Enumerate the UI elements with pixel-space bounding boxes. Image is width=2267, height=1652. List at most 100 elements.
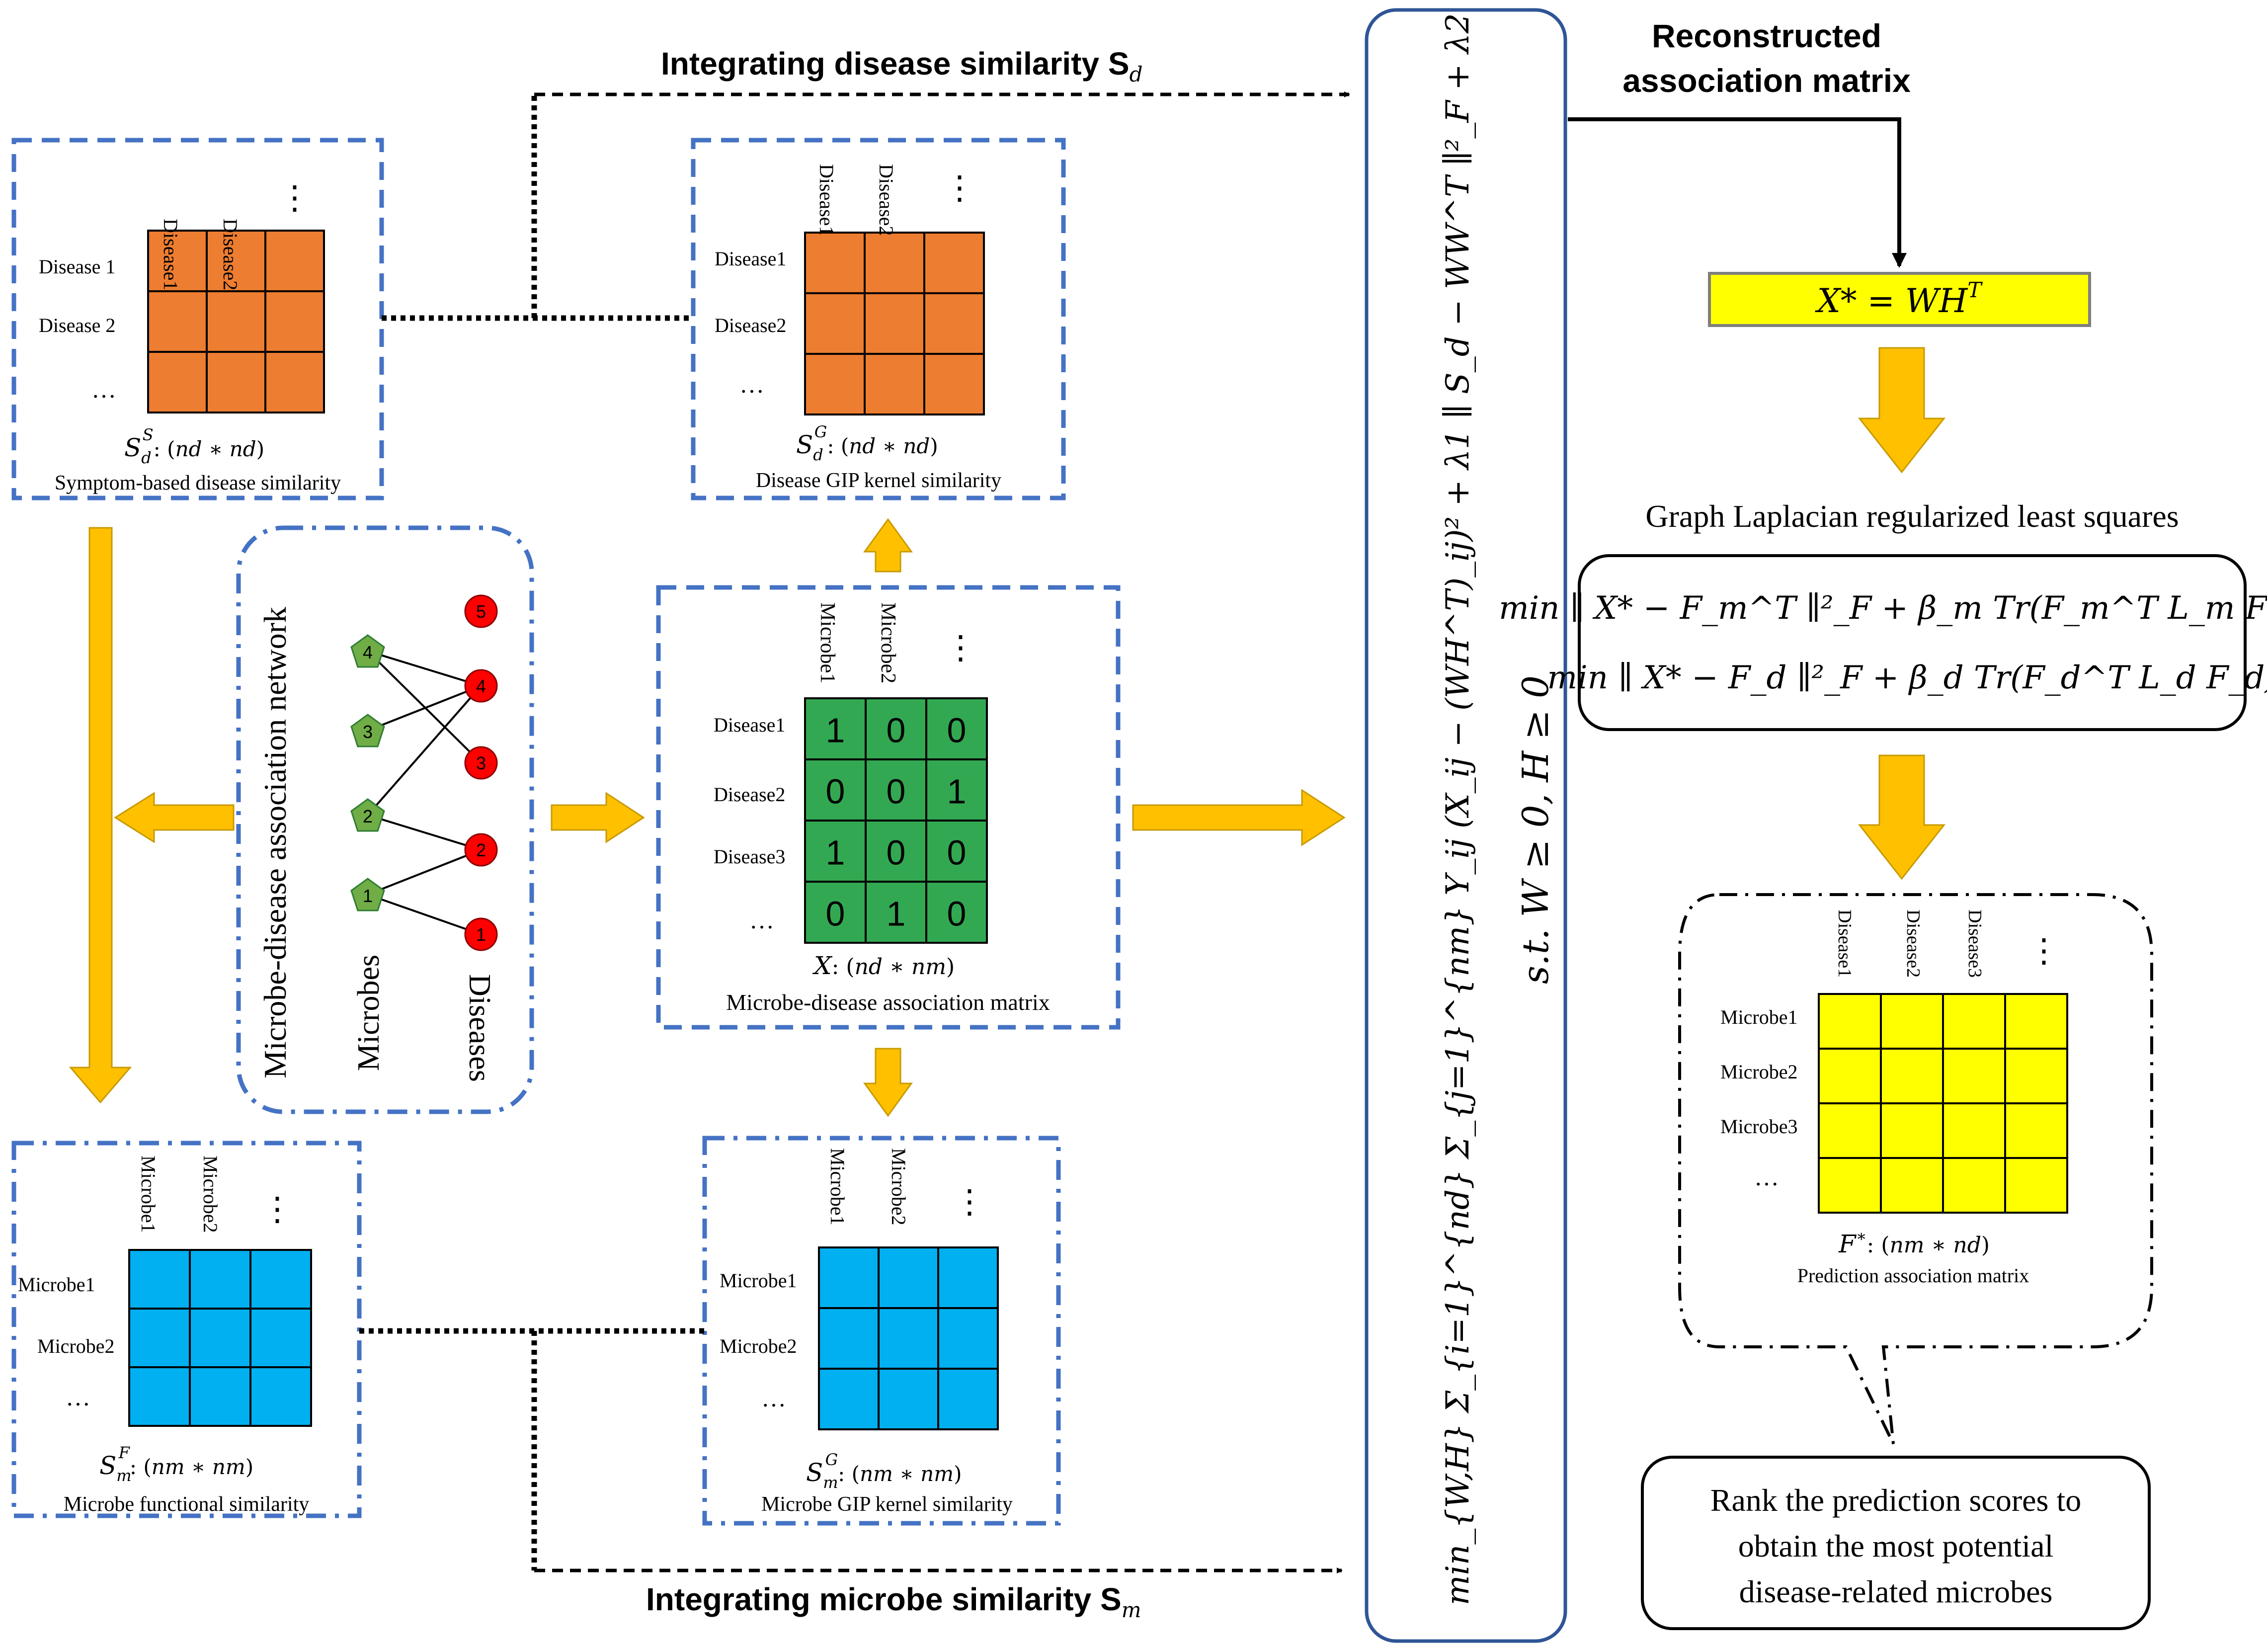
matrix-cell	[128, 1366, 191, 1427]
matrix-cell	[864, 232, 925, 294]
prediction-panel: Disease1 Disease2 Disease3 ⋮ Microbe1 Mi…	[1678, 893, 2153, 1445]
matrix-cell	[2004, 1048, 2068, 1104]
matrix-cell	[206, 351, 266, 413]
disease-gip-row-label-1: Disease1	[715, 248, 786, 270]
matrix-cell	[189, 1308, 251, 1368]
prediction-row-label-4: …	[1754, 1163, 1779, 1191]
glrls-title: Graph Laplacian regularized least square…	[1645, 498, 2179, 534]
matrix-cell	[878, 1368, 939, 1430]
microbe-gip-grid	[818, 1246, 999, 1430]
matrix-cell	[147, 290, 208, 353]
svg-text:4: 4	[363, 642, 373, 662]
microbe-functional-grid	[128, 1249, 312, 1427]
association-network-panel: Microbe-disease association network Micr…	[236, 525, 534, 1114]
matrix-cell-value: 1	[947, 772, 967, 811]
microbe-node-3: 3	[350, 714, 385, 747]
microbe-gip-panel: Microbe1 Microbe2 ⋮ Microbe1 Microbe2 … …	[702, 1136, 1061, 1526]
matrix-cell	[264, 351, 325, 413]
matrix-cell	[818, 1368, 880, 1430]
matrix-cell	[864, 292, 925, 355]
association-row-label-2: Disease2	[714, 783, 785, 806]
prediction-col-label-1: Disease1	[1834, 909, 1855, 978]
matrix-cell-value: 1	[826, 711, 845, 750]
matrix-cell	[1818, 993, 1882, 1050]
microbe-gip-col-label-1: Microbe1	[826, 1148, 849, 1226]
objective-panel: min_{W,H} Σ_{i=1}^{nd} Σ_{j=1}^{nm} Y_ij…	[1365, 0, 1567, 1643]
glrls-box	[1578, 554, 2247, 731]
disease-gip-panel: Disease1 Disease2 ⋮ Disease1 Disease2 … …	[691, 138, 1066, 500]
svg-text:3: 3	[363, 722, 373, 742]
rank-text-line-3: disease-related microbes	[1739, 1574, 2053, 1609]
prediction-row-label-3: Microbe3	[1720, 1115, 1798, 1138]
disease-gip-row-label-3: …	[739, 370, 764, 398]
glrls-box-group: min ∥ X* − F_m^T ∥²_F + β_m Tr(F_m^T L_m…	[1499, 554, 2267, 731]
matrix-cell-value: 0	[947, 895, 967, 933]
symptom-caption: Symptom-based disease similarity	[55, 472, 341, 495]
microbe-gip-border	[702, 1136, 1061, 1526]
matrix-cell	[923, 353, 985, 415]
symptom-col-label-2: Disease2	[219, 219, 242, 290]
arrow-network-right	[551, 792, 645, 843]
matrix-cell	[925, 697, 988, 760]
prediction-col-label-2: Disease2	[1903, 909, 1924, 978]
arrow-network-left	[114, 792, 235, 843]
matrix-cell	[264, 230, 325, 292]
objective-box	[1365, 8, 1567, 1643]
association-col-label-2: Microbe2	[877, 602, 899, 683]
matrix-cell	[804, 232, 866, 294]
microbe-functional-panel: Microbe1 Microbe2 ⋮ Microbe1 Microbe2 … …	[11, 1141, 362, 1518]
matrix-cell	[249, 1249, 312, 1310]
matrix-cell	[1942, 1048, 2006, 1104]
arrow-glrls-down	[1858, 754, 1946, 880]
symptom-col-label-1: Disease1	[160, 219, 182, 290]
matrix-cell	[878, 1307, 939, 1370]
matrix-cell	[1880, 1048, 1944, 1104]
svg-text:2: 2	[363, 806, 373, 826]
bottom-flow-label: Integrating microbe similarity Sm	[646, 1581, 1141, 1622]
glrls-line-2: min ∥ X* − F_d ∥²_F + β_d Tr(F_d^T L_d F…	[1547, 660, 2267, 696]
microbe-node-4: 4	[350, 634, 385, 668]
disease-node-3: 3	[464, 746, 498, 780]
objective-formula: min_{W,H} Σ_{i=1}^{nd} Σ_{j=1}^{nm} Y_ij…	[1440, 0, 1476, 1605]
microbe-functional-col-label-1: Microbe1	[137, 1156, 160, 1233]
arrow-assoc-up	[863, 518, 913, 573]
microbe-functional-caption: Microbe functional similarity	[64, 1493, 310, 1516]
matrix-cell	[1942, 1102, 2006, 1159]
matrix-cell	[804, 758, 867, 822]
matrix-cell	[878, 1246, 939, 1309]
prediction-bubble	[1678, 893, 2153, 1445]
matrix-cell	[206, 290, 266, 353]
top-dotted-connector	[382, 94, 693, 321]
prediction-grid	[1818, 993, 2068, 1214]
matrix-cell-value: 0	[887, 833, 906, 872]
matrix-cell-value: 0	[887, 711, 906, 750]
rank-text-line-1: Rank the prediction scores to	[1710, 1483, 2081, 1518]
microbe-functional-row-label-2: Microbe2	[37, 1335, 115, 1357]
network-diseases-label: Diseases	[463, 974, 496, 1082]
matrix-cell	[147, 230, 208, 292]
microbe-functional-row-label-1: Microbe1	[18, 1273, 95, 1296]
disease-node-2: 2	[464, 833, 498, 867]
association-formula: X: (nd ∗ nm)	[812, 951, 955, 980]
matrix-cell	[937, 1246, 999, 1309]
x-star-formula: X* = WHT	[1815, 278, 1983, 320]
disease-gip-caption: Disease GIP kernel similarity	[756, 469, 1001, 492]
disease-gip-col-label-2: Disease2	[875, 164, 897, 236]
matrix-cell	[2004, 1157, 2068, 1214]
x-star-box-group: X* = WHT	[1708, 272, 2091, 327]
matrix-cell	[1880, 1157, 1944, 1214]
rank-text-line-2: obtain the most potential	[1738, 1528, 2054, 1564]
matrix-cell-value: 0	[947, 711, 967, 750]
microbe-functional-formula: SmF: (nm ∗ nm)	[99, 1443, 253, 1485]
matrix-cell	[804, 292, 866, 355]
matrix-cell	[804, 820, 867, 883]
svg-text:3: 3	[476, 753, 486, 773]
matrix-cell	[1818, 1102, 1882, 1159]
microbe-functional-col-label-3: ⋮	[261, 1191, 294, 1228]
association-col-label-1: Microbe1	[816, 602, 839, 683]
disease-node-1: 1	[464, 917, 498, 951]
network-panel-border	[236, 525, 534, 1114]
microbe-node-2: 2	[350, 798, 385, 832]
